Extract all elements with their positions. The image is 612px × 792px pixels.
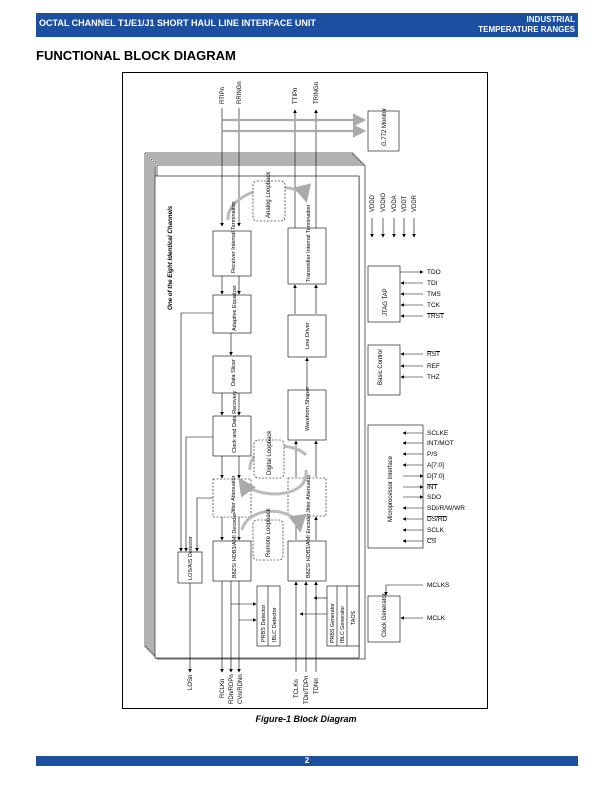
- microprocessor-interface-block: [367, 424, 424, 549]
- pin-rring: RRINGn: [237, 81, 243, 104]
- pin-vddio: VDDIO: [381, 193, 387, 212]
- pin-td: TDn/TDPn: [304, 676, 310, 704]
- transmitter-termination-block: [287, 227, 327, 285]
- pin-tring: TRINGn: [314, 82, 320, 104]
- pin-a: A[7:0]: [427, 462, 444, 469]
- pin-rd: RDn/RDPn: [229, 674, 235, 704]
- pin-trst: TRST: [427, 313, 444, 320]
- pin-p-s: P/S: [427, 451, 438, 458]
- clock-data-recovery-block: [212, 415, 252, 457]
- pin-vddr: VDDR: [412, 194, 418, 212]
- pin-rst: RST: [427, 351, 440, 358]
- adaptive-equalizer-block: [212, 294, 252, 334]
- pin-tck: TCK: [427, 302, 441, 309]
- receiver-termination-block: [212, 230, 252, 277]
- prbs-generator-label: PRBS Generator: [330, 603, 336, 643]
- microprocessor-interface-label: Microprocessor Interface: [388, 455, 394, 522]
- pin-sclke: SCLKE: [427, 430, 449, 437]
- clock-generator-block: [367, 595, 401, 643]
- pin-vdda: VDDA: [392, 195, 398, 212]
- basic-control-block: [367, 344, 401, 396]
- pin-cv: CVn/RDNn: [238, 674, 244, 704]
- pin-tms: TMS: [427, 291, 441, 298]
- prbs-detector-label: PRBS Detector: [261, 605, 267, 642]
- pin-vddd: VDDD: [370, 194, 376, 212]
- receiver-termination-label: Receiver Internal Termination: [231, 202, 237, 273]
- analog-loopback-label: Analog Loopback: [266, 171, 272, 218]
- analog-loopback: [252, 180, 286, 222]
- g772-monitor-label: G.772 Monitor: [382, 108, 388, 146]
- pin-sdi: SDI/R/W/WR: [427, 505, 465, 512]
- jtag-tap-label: JTAG TAP: [383, 288, 389, 316]
- pin-mclks: MCLKS: [427, 582, 450, 589]
- waveform-shaper-block: [287, 389, 327, 441]
- remote-loopback-label: Remote Loopback: [266, 507, 272, 557]
- block-diagram: [122, 72, 488, 709]
- pin-tdi: TDI: [427, 280, 438, 287]
- iblc-generator-label: IBLC Generator: [340, 606, 346, 643]
- prbs-detector-block: [256, 585, 281, 647]
- pin-los: LOSn: [188, 675, 194, 690]
- encoder-block: [287, 540, 327, 582]
- pin-ttip: TTIPn: [293, 88, 299, 104]
- tx-jitter-attenuator-label: Jitter Attenuator: [306, 474, 312, 513]
- pin-cs: CS: [427, 538, 437, 545]
- pin-tdn: TDNn: [314, 678, 320, 694]
- section-title: FUNCTIONAL BLOCK DIAGRAM: [36, 48, 236, 63]
- tx-jitter-attenuator-block: [287, 477, 327, 517]
- jtag-tap-block: [367, 265, 401, 323]
- temperature-range-line1: INDUSTRIAL: [526, 15, 575, 24]
- pin-int-mot: INT/MOT: [427, 440, 454, 447]
- pin-d: D[7:0]: [427, 473, 445, 480]
- clock-generator-label: Clock Generator: [382, 593, 388, 637]
- pin-ds-rd: DS/RD: [427, 516, 448, 523]
- encoder-label: B8ZS/ HDB3/AMI Encoder: [306, 513, 312, 578]
- pin-thz: THZ: [427, 374, 440, 381]
- basic-control-label: Basic Control: [378, 349, 384, 385]
- pin-tclk: TCLKn: [294, 679, 300, 698]
- pin-vddt: VDDT: [402, 195, 408, 212]
- transmitter-termination-label: Transmitter Internal Termination: [306, 205, 312, 282]
- pin-rtip: RTIPn: [220, 87, 226, 104]
- pin-int: INT: [427, 484, 438, 491]
- iblc-detector-label: IBLC Detector: [272, 607, 278, 642]
- clock-data-recovery-label: Clock and Data Recovery: [232, 390, 238, 453]
- line-driver-label: Line Driver: [305, 322, 311, 349]
- digital-loopback-label: Digital Loopback: [267, 430, 273, 475]
- g772-monitor-block: [367, 110, 400, 152]
- header-bar: OCTAL CHANNEL T1/E1/J1 SHORT HAUL LINE I…: [36, 13, 578, 37]
- pin-mclk: MCLK: [427, 615, 446, 622]
- rx-jitter-attenuator-label: Jitter Attenuator: [231, 475, 237, 514]
- taos-label: TAOS: [351, 611, 357, 625]
- prbs-generator-block: [326, 585, 360, 647]
- footer-bar: 2: [36, 756, 578, 766]
- page-number: 2: [304, 756, 310, 765]
- waveform-shaper-label: Waveform Shaper: [305, 387, 311, 431]
- pin-tdo: TDO: [427, 269, 441, 276]
- los-ais-detector-label: LOS/AIS Detector: [188, 536, 194, 580]
- pin-ref: REF: [427, 363, 440, 370]
- figure-caption: Figure-1 Block Diagram: [255, 714, 357, 724]
- channel-label: One of the Eight Identical Channels: [167, 205, 174, 310]
- pin-rclk: RCLKn: [220, 679, 226, 698]
- data-slicer-block: [212, 355, 252, 394]
- pin-sdo: SDO: [427, 494, 441, 501]
- line-driver-block: [287, 314, 327, 358]
- document-title: OCTAL CHANNEL T1/E1/J1 SHORT HAUL LINE I…: [39, 18, 316, 28]
- decoder-label: B8ZS/ HDB3/AMI Decoder: [232, 513, 238, 578]
- pin-sclk: SCLK: [427, 527, 445, 534]
- data-slicer-label: Data Slicer: [231, 359, 237, 386]
- digital-loopback: [253, 439, 285, 479]
- remote-loopback: [252, 519, 284, 561]
- decoder-block: [212, 540, 252, 582]
- temperature-range-line2: TEMPERATURE RANGES: [478, 25, 575, 34]
- adaptive-equalizer-label: Adaptive Equalizer: [232, 285, 238, 331]
